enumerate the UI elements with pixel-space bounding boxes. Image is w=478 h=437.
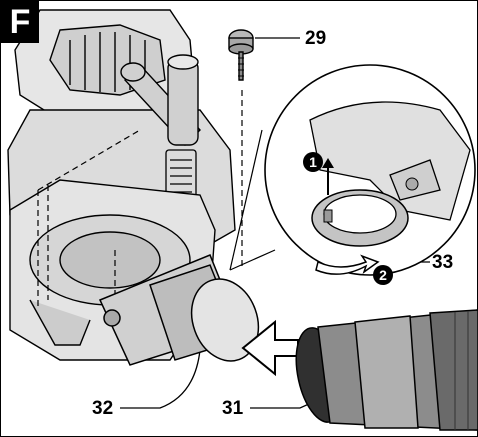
detail-circle — [229, 64, 476, 276]
dashed-guides — [37, 90, 243, 310]
step-2-marker: 2 — [373, 265, 393, 285]
insert-arrow — [241, 319, 299, 377]
screw-29 — [228, 29, 254, 81]
callout-29: 29 — [305, 28, 327, 49]
callout-33: 33 — [432, 252, 454, 273]
hose-adapter-32 — [98, 254, 260, 366]
callout-32: 32 — [92, 398, 114, 419]
step-1-marker: 1 — [303, 152, 323, 172]
figure-label: F — [1, 1, 39, 43]
hose-31 — [295, 309, 478, 431]
callout-31: 31 — [222, 398, 244, 419]
router-handle — [120, 54, 201, 147]
